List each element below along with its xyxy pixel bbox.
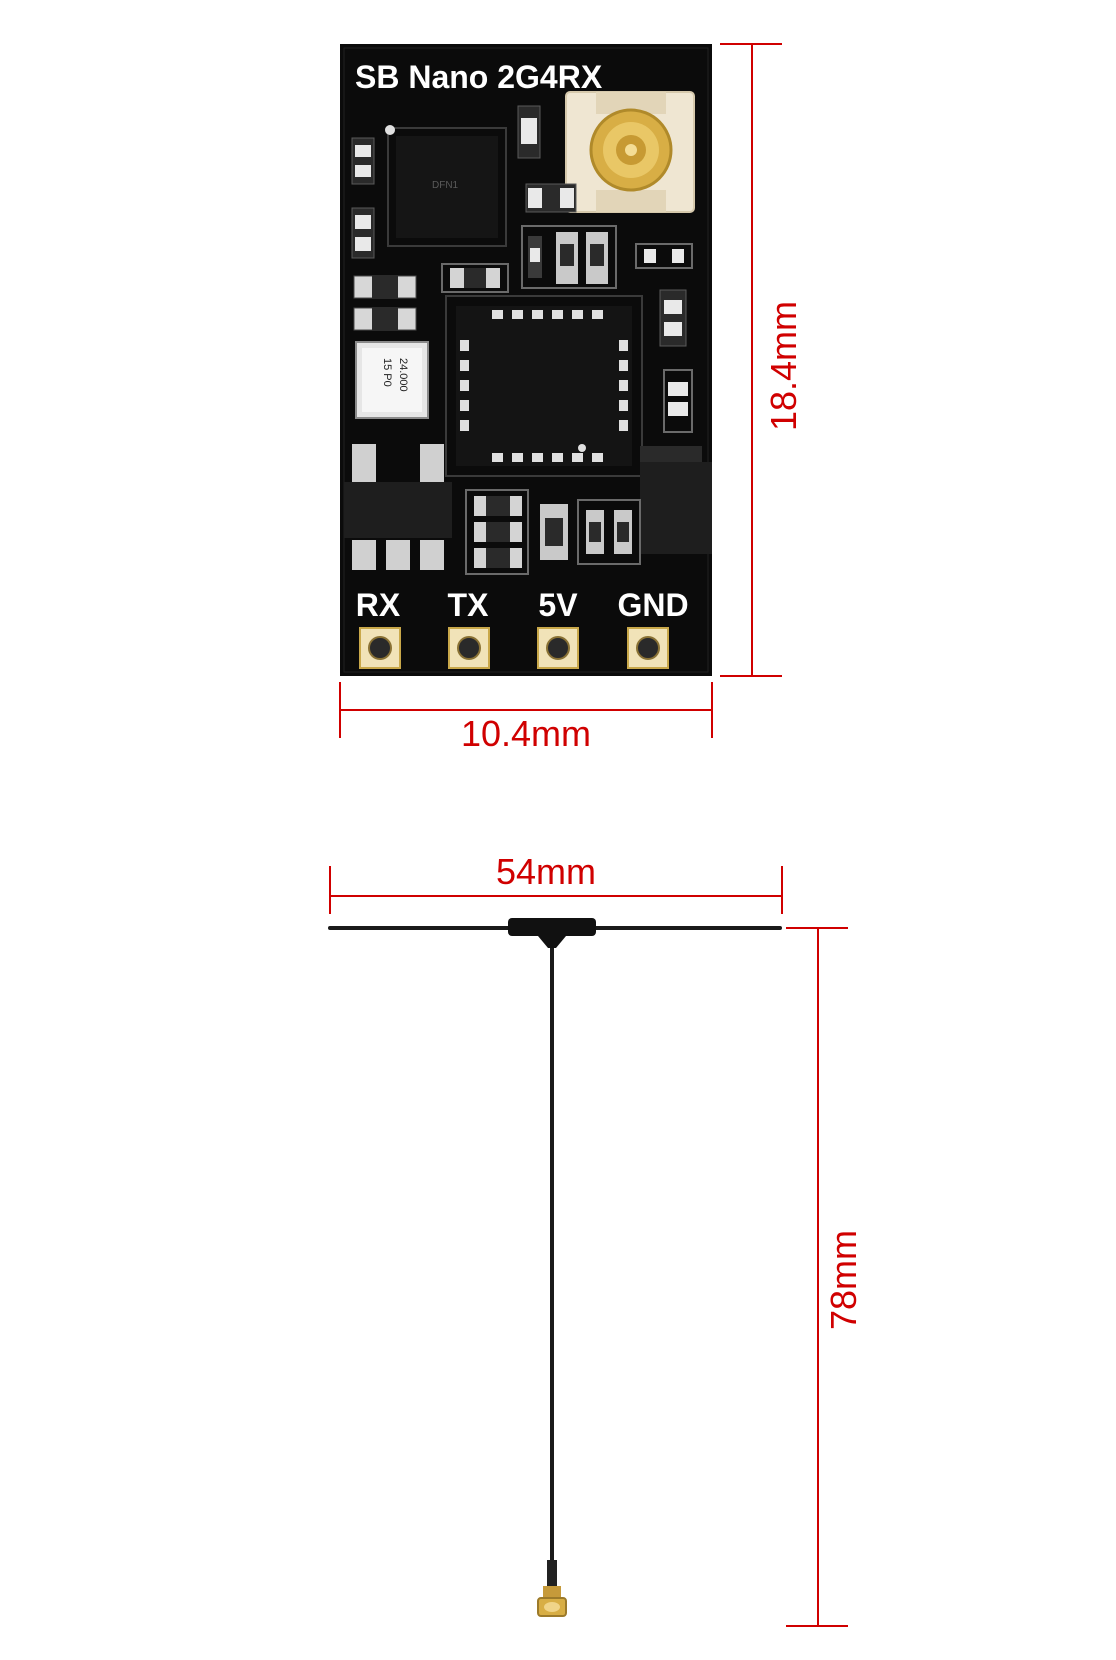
antenna-width-dimension: 54mm	[329, 851, 783, 914]
board-title: SB Nano 2G4RX	[355, 59, 603, 95]
top-center-components	[441, 105, 693, 293]
antenna-height-dimension: 78mm	[786, 927, 864, 1627]
ufl-connector	[565, 91, 695, 213]
crystal-oscillator: 24.000 15 P0	[355, 341, 429, 419]
main-mcu	[445, 295, 643, 477]
t-antenna	[328, 918, 782, 1617]
left-components	[351, 137, 417, 331]
board-height-dimension: 18.4mm	[720, 43, 804, 677]
right-components	[640, 289, 712, 554]
antenna-width-label: 54mm	[496, 851, 596, 892]
board-width-label: 10.4mm	[461, 713, 591, 754]
pin-label-rx: RX	[356, 587, 401, 623]
chip-marking: DFN1	[432, 180, 459, 191]
pin-header-area	[344, 444, 452, 570]
board-height-label: 18.4mm	[763, 301, 804, 431]
board-width-dimension: 10.4mm	[339, 682, 713, 754]
receiver-board: SB Nano 2G4RX DFN1	[340, 44, 712, 676]
bottom-components	[465, 489, 641, 575]
crystal-code: 15 P0	[381, 358, 393, 387]
antenna-height-label: 78mm	[823, 1230, 864, 1330]
pin-label-5v: 5V	[538, 587, 578, 623]
solder-pads	[359, 627, 669, 669]
power-ic: DFN1	[385, 125, 507, 247]
crystal-frequency: 24.000	[397, 358, 409, 392]
pin-label-gnd: GND	[617, 587, 688, 623]
pin-label-tx: TX	[448, 587, 490, 623]
